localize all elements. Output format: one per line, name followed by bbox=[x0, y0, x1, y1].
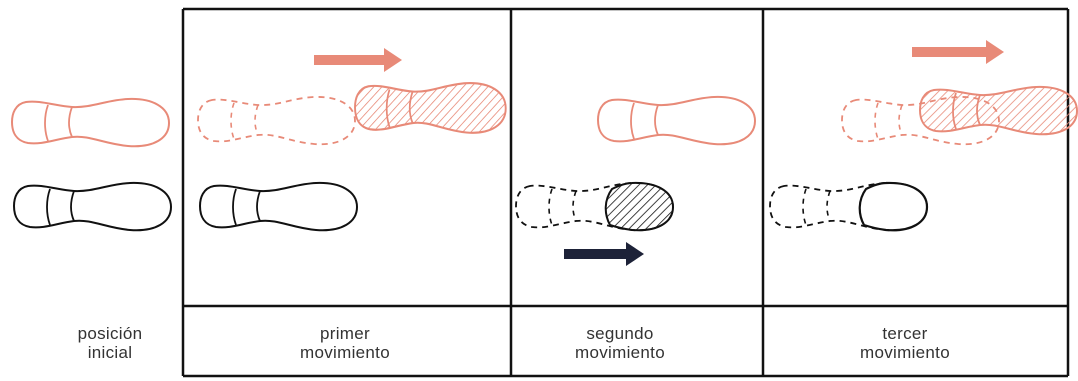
label-line-2: movimiento bbox=[300, 343, 390, 362]
shoe-footprint-icon bbox=[596, 95, 757, 146]
shoe-footprint-icon bbox=[197, 96, 356, 146]
label-line-1: primer bbox=[320, 324, 370, 343]
right-arrow-icon bbox=[314, 48, 402, 72]
label-line-1: segundo bbox=[586, 324, 654, 343]
panel-third-move bbox=[769, 40, 1078, 232]
shoe-footprint-icon bbox=[841, 96, 1000, 146]
panel-first-move bbox=[197, 48, 507, 232]
panel-initial-position bbox=[10, 97, 173, 232]
shoe-footprint-icon bbox=[515, 181, 675, 232]
right-arrow-icon bbox=[912, 40, 1004, 64]
shoe-footprint-icon bbox=[198, 181, 359, 232]
right-arrow-icon bbox=[564, 242, 644, 266]
label-first-move: primer movimiento bbox=[240, 324, 450, 362]
shoe-footprint-icon bbox=[12, 181, 173, 232]
panel-second-move bbox=[515, 95, 757, 266]
shoe-footprint-icon bbox=[769, 181, 929, 232]
label-line-2: movimiento bbox=[860, 343, 950, 362]
shoe-footprint-icon bbox=[354, 82, 507, 134]
label-line-1: posición bbox=[77, 324, 143, 343]
label-initial-position: posición inicial bbox=[40, 324, 180, 362]
label-third-move: tercer movimiento bbox=[790, 324, 1020, 362]
label-line-2: movimiento bbox=[575, 343, 665, 362]
shoe-footprint-icon bbox=[10, 97, 171, 148]
shoe-footprint-icon bbox=[918, 85, 1078, 136]
label-line-2: inicial bbox=[87, 343, 133, 362]
panel-frame bbox=[181, 7, 1070, 378]
label-second-move: segundo movimiento bbox=[520, 324, 720, 362]
label-line-1: tercer bbox=[882, 324, 928, 343]
